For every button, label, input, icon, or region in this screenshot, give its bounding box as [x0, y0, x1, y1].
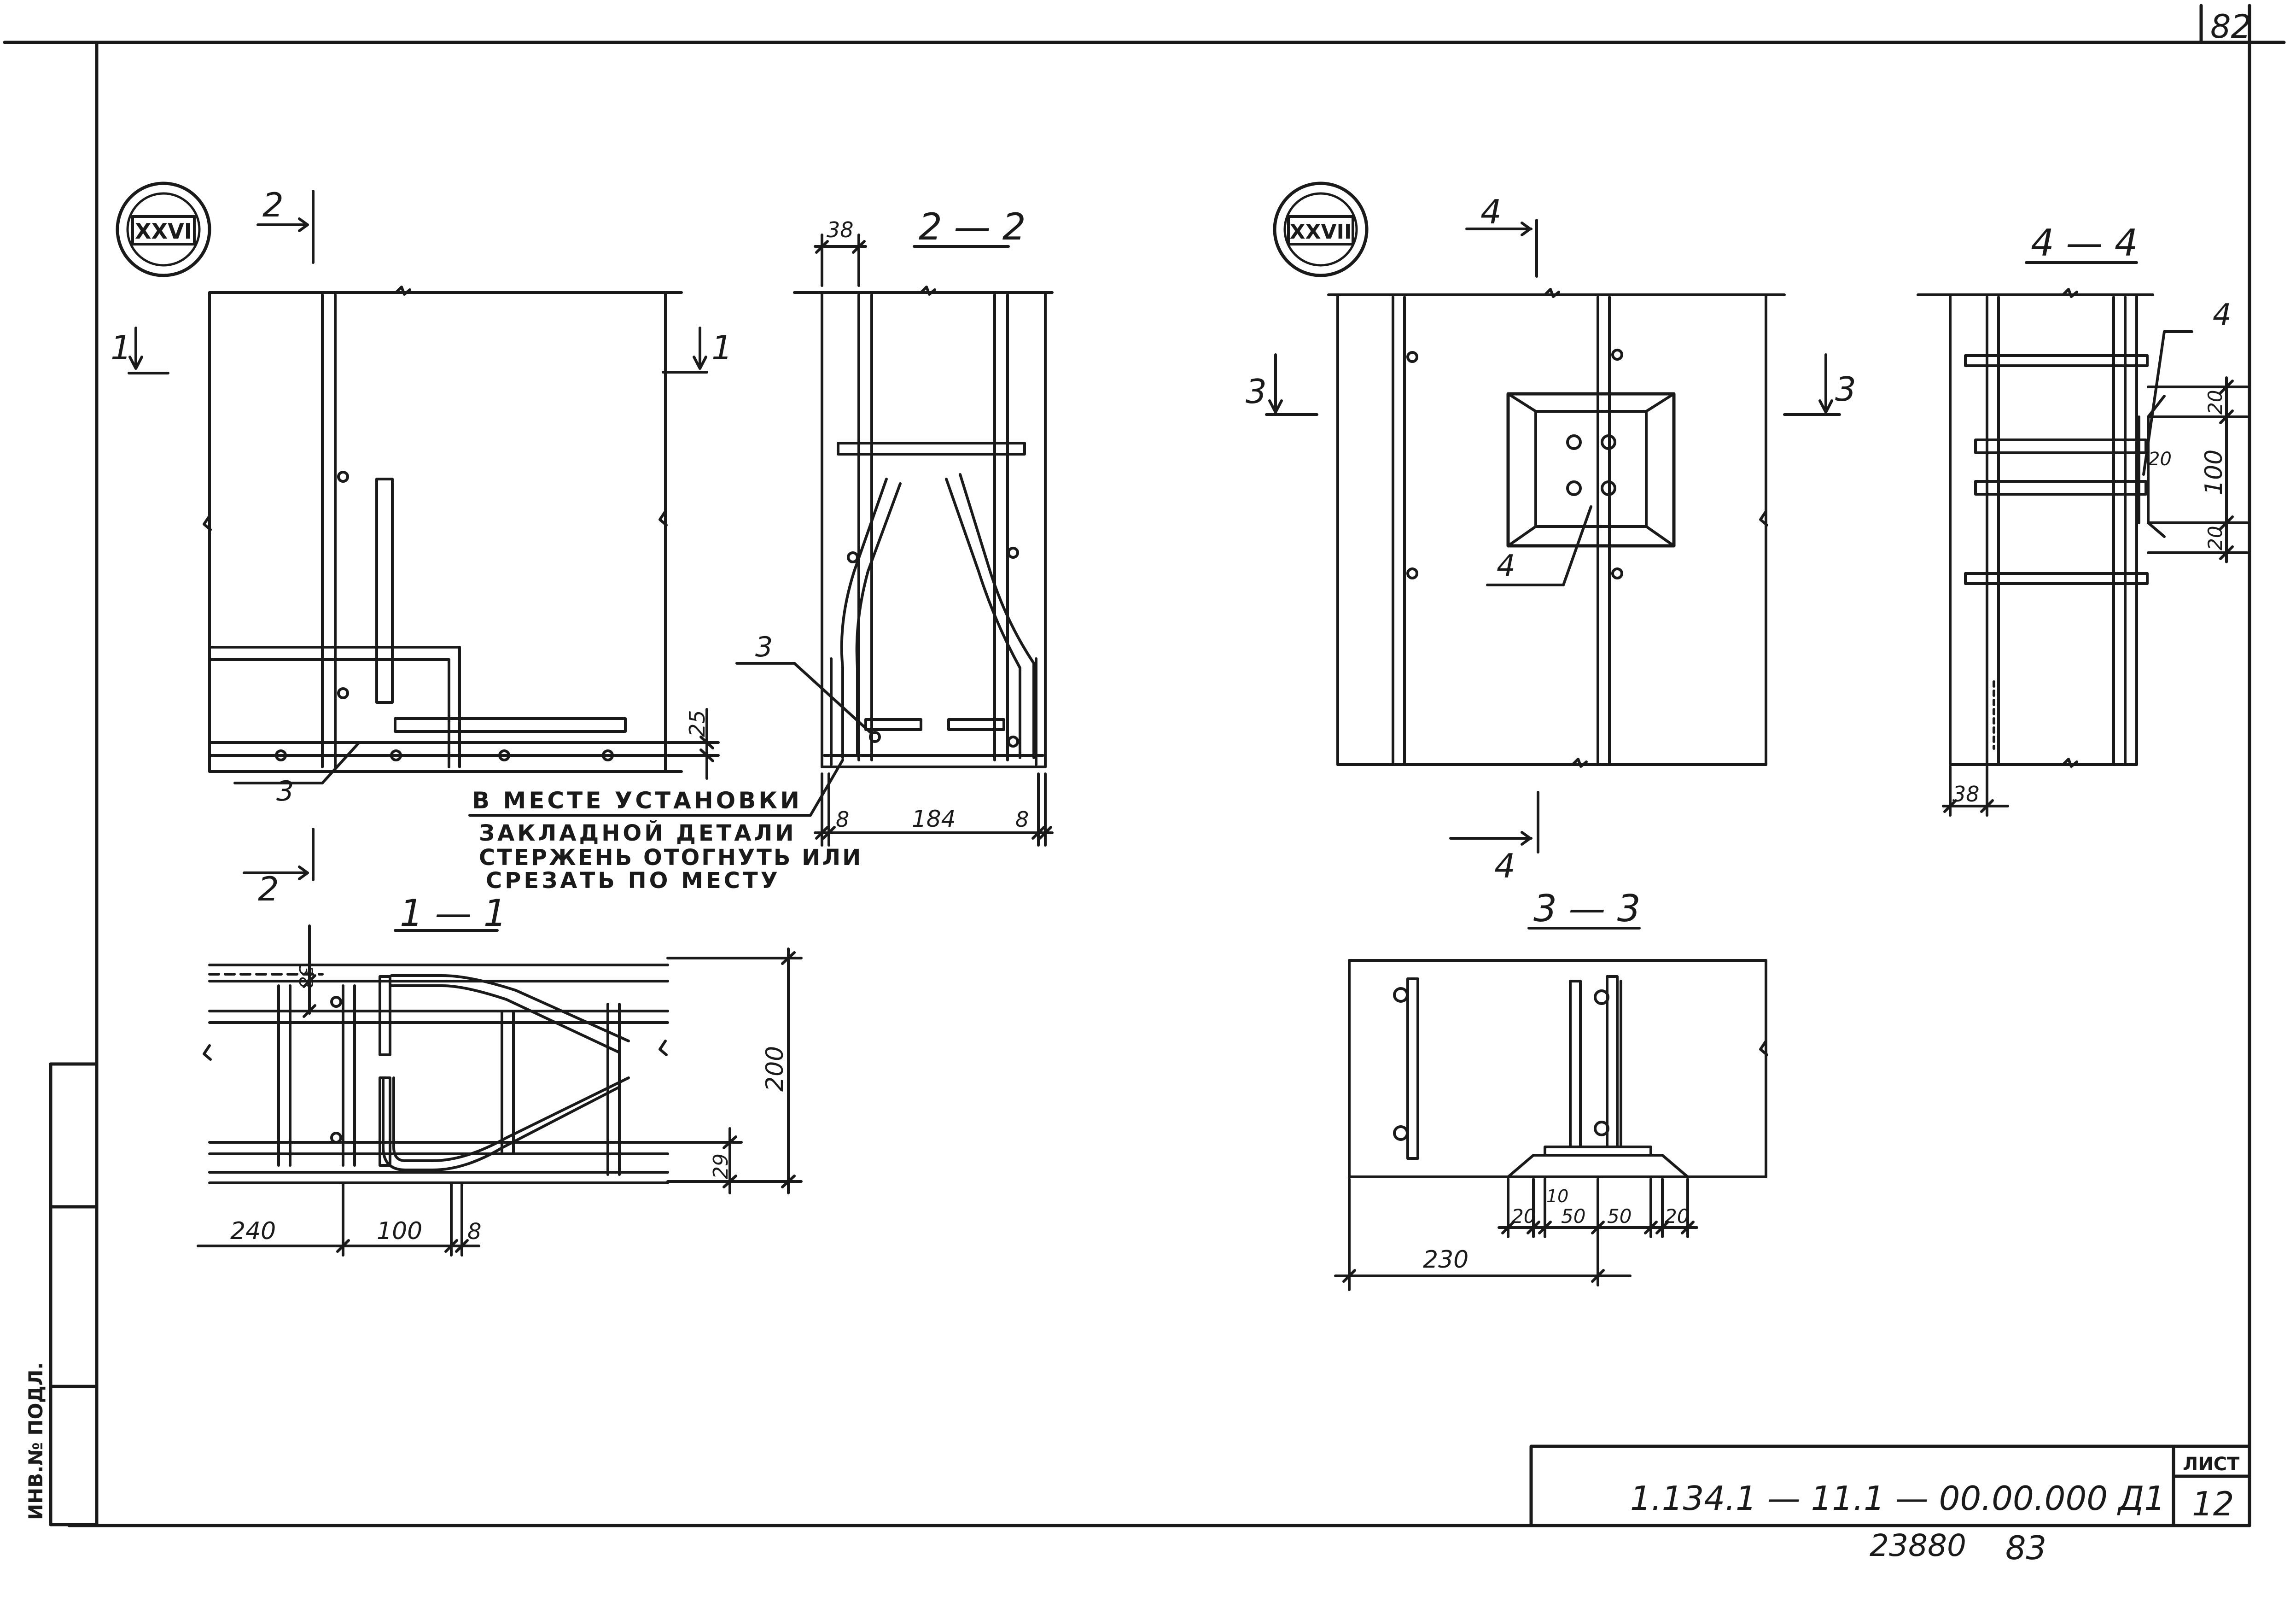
- dim-230: 230: [1423, 1246, 1469, 1274]
- dim-38-section2: 38: [827, 217, 854, 242]
- title-block: [1529, 1444, 2251, 1527]
- dim-100-plan: 100: [377, 1217, 422, 1245]
- dim-20-right-section3: 20: [1665, 1205, 1689, 1228]
- note-line-1: В МЕСТЕ УСТАНОВКИ: [472, 787, 802, 814]
- dim-50-left-section3: 50: [1561, 1205, 1585, 1228]
- section-4-mark-bottom: 4: [1494, 847, 1515, 885]
- elevation-xxvii: [1265, 219, 1841, 854]
- section-3-mark-left: 3: [1246, 372, 1267, 411]
- dim-8-plan: 8: [467, 1219, 482, 1245]
- section-4-mark-top: 4: [1480, 193, 1502, 231]
- sheet-frame: [3, 4, 2286, 1527]
- section-2-2-view: [735, 234, 1054, 847]
- dim-20-inner-section4: 20: [2148, 449, 2172, 470]
- dim-240: 240: [230, 1217, 276, 1245]
- dim-38-section4: 38: [1952, 782, 1980, 807]
- note-line-4: СРЕЗАТЬ ПО МЕСТУ: [486, 868, 781, 894]
- dim-10-section3: 10: [1546, 1186, 1568, 1206]
- section-1-1-view: [197, 924, 803, 1257]
- section-1-mark-right: 1: [711, 328, 733, 367]
- section-3-mark-right: 3: [1835, 370, 1856, 409]
- callout-pos3-section2: 3: [755, 631, 773, 663]
- dim-29: 29: [709, 1153, 733, 1179]
- detail-xxvii-number: XXVII: [1290, 220, 1352, 244]
- callout-pos3-elevation: 3: [276, 775, 294, 807]
- page-number: 83: [2005, 1529, 2046, 1567]
- inventory-number: 23880: [1870, 1528, 1966, 1563]
- section-3-3-view: [1334, 959, 1768, 1291]
- elevation-xxvi: [128, 190, 720, 881]
- installation-note: В МЕСТЕ УСТАНОВКИ ЗАКЛАДНОЙ ДЕТАЛИ СТЕРЖ…: [468, 759, 862, 894]
- section-2-mark-bottom: 2: [258, 870, 279, 908]
- dim-8-right-section2: 8: [1015, 807, 1029, 832]
- dim-38-plan: 38: [295, 965, 316, 988]
- sheet-label: ЛИСТ: [2183, 1454, 2240, 1475]
- section-1-mark-left: 1: [111, 328, 132, 367]
- note-line-3: СТЕРЖЕНЬ ОТОГНУТЬ ИЛИ: [479, 845, 862, 871]
- dim-20-bottom-section4: 20: [2204, 526, 2226, 550]
- section-3-title: 3 — 3: [1533, 887, 1641, 930]
- section-1-title: 1 — 1: [400, 892, 507, 935]
- dim-25: 25: [685, 710, 710, 737]
- document-designation: 1.134.1 — 11.1 — 00.00.000 Д1: [1630, 1479, 2165, 1518]
- section-2-mark-top: 2: [262, 186, 284, 224]
- dim-184-section2: 184: [912, 806, 956, 832]
- dim-100-section4: 100: [2200, 450, 2228, 495]
- section-4-title: 4 — 4: [2031, 222, 2138, 264]
- detail-xxvi-number: XXVI: [135, 219, 192, 244]
- top-sheet-number: 82: [2210, 8, 2251, 46]
- dim-8-left-section2: 8: [836, 807, 849, 832]
- sheet-number: 12: [2192, 1485, 2234, 1523]
- section-2-title: 2 — 2: [919, 205, 1026, 248]
- section-4-4-view: [1917, 288, 2249, 817]
- dim-20-left-section3: 20: [1511, 1205, 1536, 1228]
- dim-50-right-section3: 50: [1607, 1205, 1632, 1228]
- detail-xxvii-badge: XXVII: [1273, 181, 1369, 277]
- side-stamp-label: ИНВ.№ ПОДЛ.: [24, 1362, 47, 1520]
- callout-pos4-section4: 4: [2213, 298, 2232, 332]
- callout-pos4-elevation: 4: [1497, 549, 1515, 583]
- dim-20-top-section4: 20: [2204, 390, 2226, 415]
- detail-xxvi-badge: XXVI: [116, 181, 211, 277]
- dim-200: 200: [761, 1046, 789, 1092]
- note-line-2: ЗАКЛАДНОЙ ДЕТАЛИ: [479, 820, 797, 846]
